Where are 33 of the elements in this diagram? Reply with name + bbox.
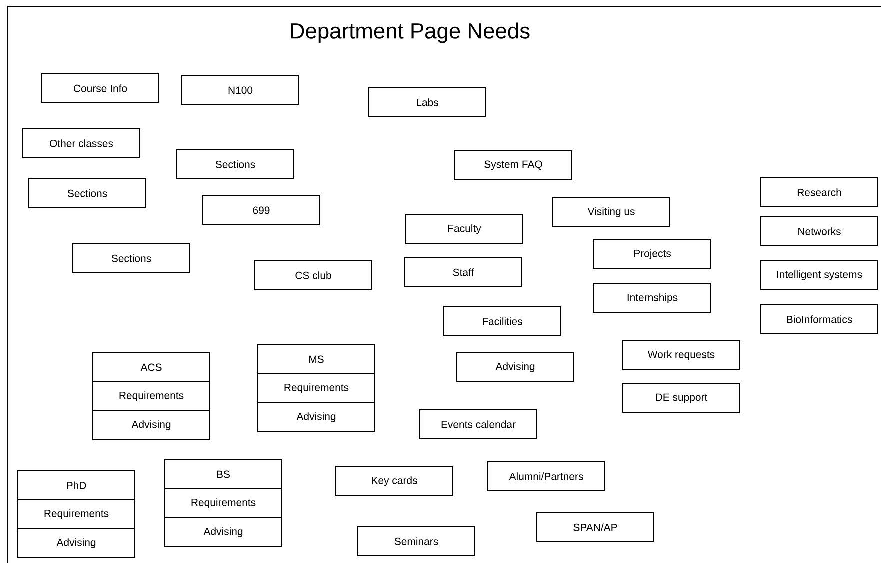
stacked-box: BS Requirements Advising [164, 460, 282, 548]
text-box: Facilities [444, 306, 562, 336]
text-box: BioInformatics [760, 304, 878, 334]
stacked-box: MS Requirements Advising [258, 344, 376, 432]
text-box: Internships [594, 284, 712, 314]
text-box: Intelligent systems [760, 260, 878, 290]
text-box: Staff [404, 258, 522, 288]
text-box: Key cards [336, 466, 454, 496]
text-box: Alumni/Partners [488, 462, 606, 492]
text-box: CS club [254, 260, 372, 290]
text-box: N100 [182, 76, 300, 106]
text-box: Work requests [622, 340, 740, 370]
text-box: Projects [594, 240, 712, 270]
text-box: 699 [202, 196, 320, 226]
stacked-box: PhD Requirements Advising [18, 470, 136, 558]
text-box: DE support [622, 384, 740, 414]
text-box: Networks [760, 216, 878, 246]
text-box: Faculty [406, 214, 524, 244]
text-box: Sections [28, 178, 146, 208]
text-box: Events calendar [420, 410, 538, 440]
text-box: SPAN/AP [536, 512, 654, 542]
text-box: Labs [368, 88, 486, 118]
text-box: Seminars [358, 526, 476, 556]
text-box: Research [760, 178, 878, 208]
text-box: Advising [456, 352, 574, 382]
stacked-box: ACS Requirements Advising [92, 352, 210, 440]
text-box: Visiting us [552, 198, 670, 228]
text-box: Sections [176, 150, 294, 180]
text-box: System FAQ [454, 150, 572, 180]
text-box: Other classes [22, 128, 140, 158]
text-box: Sections [72, 244, 190, 274]
title: Department Page Needs [291, 22, 530, 44]
text-box: Course Info [42, 74, 160, 104]
